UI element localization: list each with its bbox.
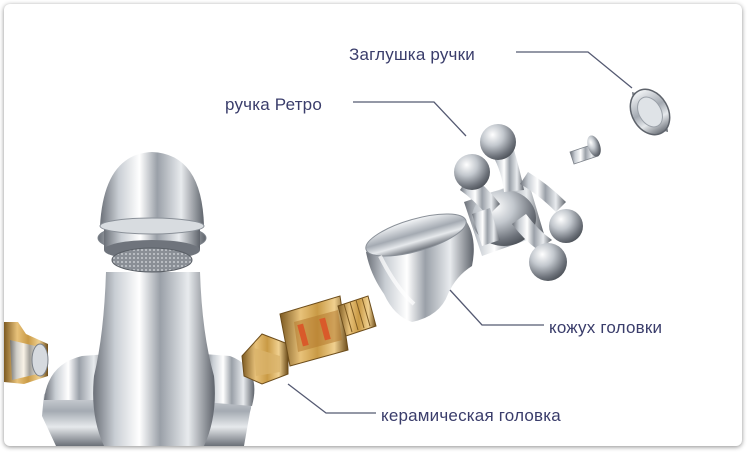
label-handle-cap: Заглушка ручки [349,45,475,64]
head-cover-part [365,213,474,322]
ceramic-cartridge-part [241,295,377,385]
diagram-frame: Заглушка ручки ручка Ретро кожух головки… [4,4,742,446]
label-retro-handle: ручка Ретро [225,95,322,114]
label-ceramic-cartridge: керамическая головка [381,406,561,425]
left-valve-fragment [4,322,49,384]
leader-handle-cap [516,51,633,89]
faucet-body [4,152,255,446]
leader-head-cover [449,289,544,326]
leader-retro-handle [353,101,467,137]
handle-cap-part [629,88,671,136]
retro-handle-part [454,124,583,281]
label-head-cover: кожух головки [549,318,663,337]
exploded-faucet-diagram [4,51,671,446]
screw-part [569,135,601,165]
leader-ceramic-cartridge [287,383,376,414]
leader-lines [287,51,633,414]
